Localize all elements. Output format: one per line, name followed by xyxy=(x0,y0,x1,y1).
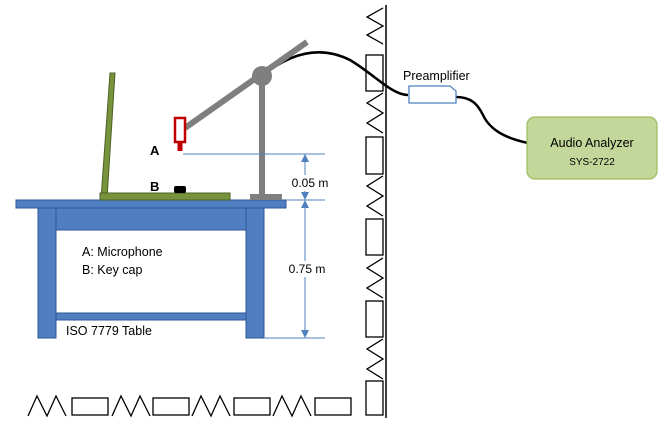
dimension-lines xyxy=(183,153,325,339)
stand-base xyxy=(250,194,282,200)
legend-key-cap: B: Key cap xyxy=(82,263,142,277)
wall-wedges xyxy=(365,92,385,134)
stand-pole xyxy=(259,76,265,196)
wall-block xyxy=(365,136,384,175)
table-apron xyxy=(55,207,247,231)
wall-wedges xyxy=(365,257,385,299)
preamplifier-box xyxy=(408,85,457,104)
label-a: A xyxy=(150,143,160,158)
laptop xyxy=(99,72,231,201)
laptop-screen xyxy=(100,72,116,200)
wall-block xyxy=(365,380,384,416)
dimension-mic-height: 0.05 m xyxy=(292,176,329,190)
table-leg-right xyxy=(245,207,265,339)
acoustic-floor xyxy=(27,394,352,418)
dimension-label-bg xyxy=(285,261,329,277)
iso-table xyxy=(15,199,287,339)
wall-wedges xyxy=(365,175,385,217)
key-cap xyxy=(174,186,186,193)
preamplifier-label: Preamplifier xyxy=(403,69,470,83)
wall-block xyxy=(365,300,384,338)
wall-block xyxy=(365,218,384,256)
table-leg-left xyxy=(37,207,57,339)
table-label: ISO 7779 Table xyxy=(66,324,152,338)
audio-analyzer-title: Audio Analyzer xyxy=(550,136,633,150)
label-b: B xyxy=(150,179,159,194)
microphone-stand xyxy=(183,39,309,200)
table-top xyxy=(15,199,287,209)
wall-wedges xyxy=(365,338,385,380)
audio-analyzer-box xyxy=(526,116,658,180)
cable-mic-to-preamp xyxy=(261,51,409,97)
table-stretcher xyxy=(55,312,247,321)
dimension-label-bg xyxy=(289,175,331,191)
stand-joint xyxy=(252,66,272,86)
acoustic-wall xyxy=(365,5,387,418)
stand-boom xyxy=(183,39,309,131)
dimension-table-height: 0.75 m xyxy=(289,262,326,276)
laptop-base xyxy=(99,192,231,201)
wall-block xyxy=(365,54,384,92)
legend-microphone: A: Microphone xyxy=(82,245,163,259)
cable-preamp-to-analyzer xyxy=(455,95,529,145)
audio-analyzer-model: SYS-2722 xyxy=(569,157,615,168)
wall-wedges-top xyxy=(365,7,385,45)
microphone xyxy=(173,116,187,151)
